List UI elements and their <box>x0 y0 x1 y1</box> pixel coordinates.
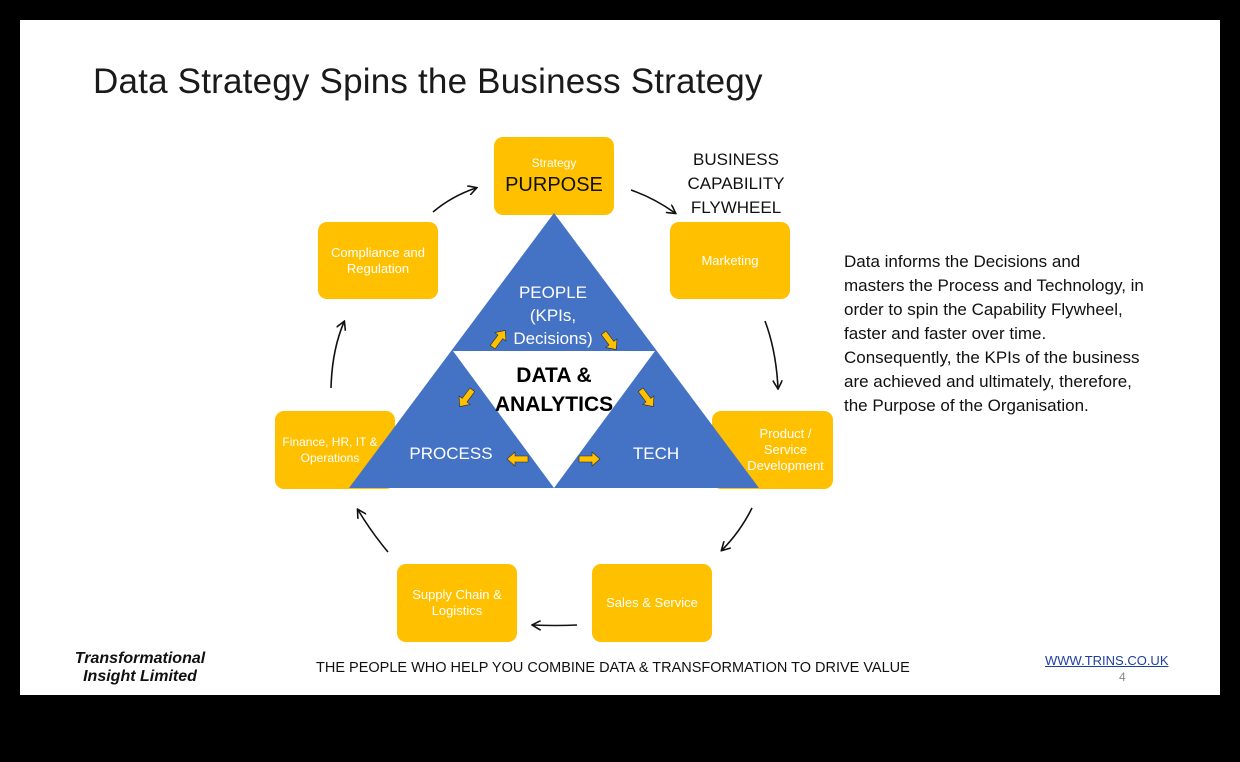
flywheel-line3: FLYWHEEL <box>690 198 782 217</box>
supply-label-line1: Supply Chain & <box>412 587 502 602</box>
supply-label-line2: Logistics <box>431 603 483 618</box>
logo-line2: Insight Limited <box>83 668 197 685</box>
flywheel-diagram <box>330 20 1220 695</box>
flywheel-line1: BUSINESS <box>693 150 779 169</box>
strategy-purpose-box: Strategy PURPOSE <box>494 137 614 215</box>
data-analytics-label: DATA & ANALYTICS <box>489 361 619 419</box>
center-line1: DATA & <box>516 364 592 387</box>
supply-chain-box: Supply Chain & Logistics <box>397 564 517 642</box>
compliance-label-line1: Compliance and <box>331 244 425 260</box>
description-text: Data informs the Decisions and masters t… <box>844 252 1144 415</box>
finance-operations-box: Finance, HR, IT & Operations <box>275 411 395 489</box>
slide: Data Strategy Spins the Business Strateg… <box>20 20 1220 695</box>
inner-cycle-arrows <box>458 330 655 467</box>
people-label: PEOPLE (KPIs, Decisions) <box>483 281 623 350</box>
business-capability-flywheel-label: BUSINESS CAPABILITY FLYWHEEL <box>686 148 786 220</box>
logo-line1: Transformational <box>74 650 206 667</box>
product-label-line2: Development <box>747 458 824 473</box>
finance-label-line1: Finance, HR, IT & <box>282 435 378 449</box>
sales-label: Sales & Service <box>606 595 698 610</box>
purpose-label: PURPOSE <box>505 174 603 196</box>
sales-service-box: Sales & Service <box>592 564 712 642</box>
people-line2: (KPIs, <box>529 306 577 325</box>
product-label-line1: Product / Service <box>759 426 812 457</box>
slide-title: Data Strategy Spins the Business Strateg… <box>93 62 763 101</box>
website-link[interactable]: WWW.TRINS.CO.UK <box>1045 653 1169 668</box>
footer-tagline: THE PEOPLE WHO HELP YOU COMBINE DATA & T… <box>316 660 910 676</box>
outer-cycle-arrows <box>330 188 778 626</box>
marketing-label: Marketing <box>701 252 759 268</box>
finance-label-line2: Operations <box>300 451 360 465</box>
people-line3: Decisions) <box>513 329 593 348</box>
white-center-triangle <box>453 351 655 488</box>
compliance-box: Compliance and Regulation <box>318 222 438 299</box>
strategy-label: Strategy <box>531 156 577 170</box>
tech-label: TECH <box>632 444 680 463</box>
people-line1: PEOPLE <box>518 283 588 302</box>
compliance-label-line2: Regulation <box>346 260 410 276</box>
process-label: PROCESS <box>409 444 493 463</box>
center-line2: ANALYTICS <box>494 393 614 416</box>
blue-triangle <box>349 213 759 488</box>
flywheel-line2: CAPABILITY <box>687 174 785 193</box>
company-logo: Transformational Insight Limited <box>60 650 220 686</box>
marketing-box: Marketing <box>670 222 790 299</box>
page-number: 4 <box>1119 670 1126 684</box>
